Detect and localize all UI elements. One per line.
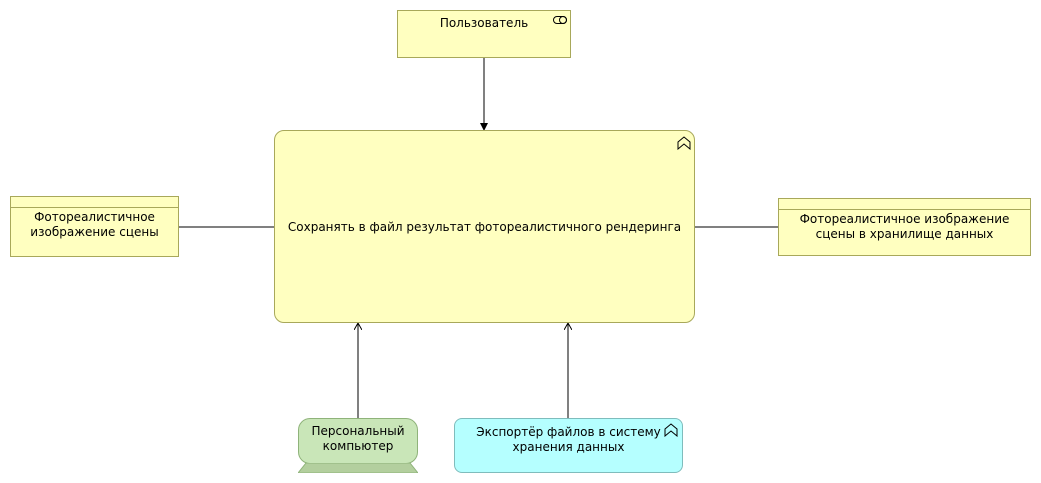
app-function-label: Экспортёр файлов в систему хранения данн… xyxy=(476,425,661,454)
data-left-label: Фотореалистичное изображение сцены xyxy=(30,210,159,239)
application-function-exporter[interactable]: Экспортёр файлов в систему хранения данн… xyxy=(454,418,683,473)
function-icon xyxy=(664,423,678,437)
data-right-label: Фотореалистичное изображение сцены в хра… xyxy=(799,212,1010,241)
role-label: Пользователь xyxy=(439,16,529,30)
role-icon xyxy=(553,16,567,24)
data-object-scene-image-storage[interactable]: Фотореалистичное изображение сцены в хра… xyxy=(778,198,1031,256)
main-function-label: Сохранять в файл результат фотореалистич… xyxy=(287,220,682,234)
data-object-header-line xyxy=(11,207,178,208)
device-stand-icon xyxy=(298,463,418,473)
business-role-user[interactable]: Пользователь xyxy=(397,10,571,58)
data-object-scene-image[interactable]: Фотореалистичное изображение сцены xyxy=(10,196,179,257)
technology-node-pc[interactable]: Персональный компьютер xyxy=(298,418,418,464)
business-function-save-render[interactable]: Сохранять в файл результат фотореалистич… xyxy=(274,130,695,323)
data-object-header-line xyxy=(779,209,1030,210)
function-icon xyxy=(677,136,691,150)
node-pc-label: Персональный компьютер xyxy=(311,424,405,453)
